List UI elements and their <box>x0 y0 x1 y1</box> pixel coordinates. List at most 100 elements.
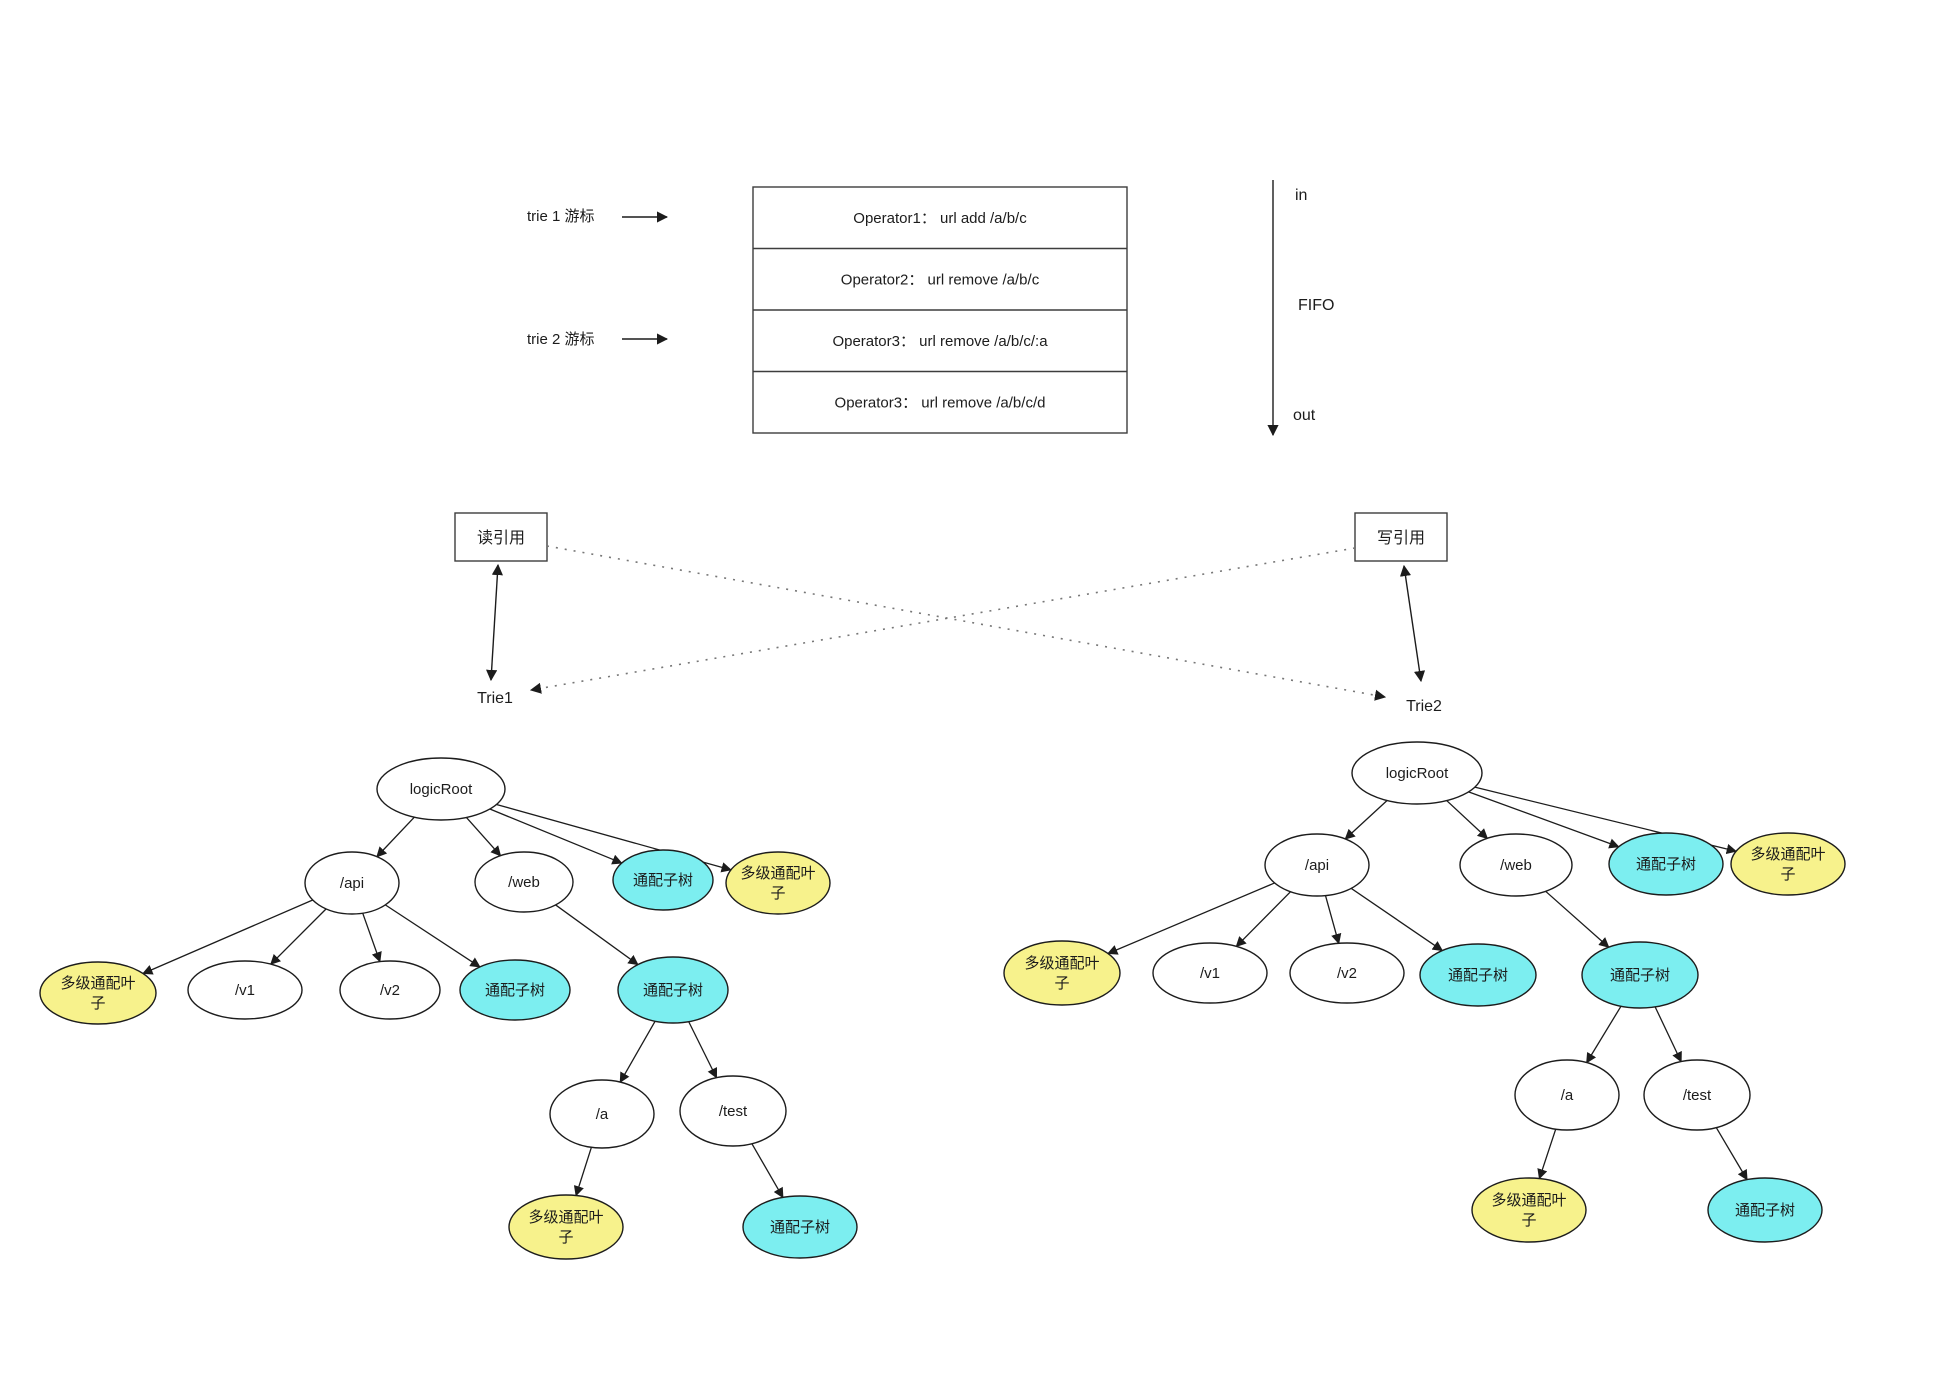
ref-trie-dotted-arrow <box>546 545 1387 701</box>
trie2-tree-node-wc_m1: 通配子树 <box>1419 943 1537 1007</box>
trie-cursor-label: trie 2 游标 <box>527 331 595 348</box>
tree-edge-test-wc_b <box>751 1143 784 1199</box>
tree-node-ellipse <box>1514 1059 1620 1131</box>
label-line: 多级通配叶 <box>1491 1192 1566 1209</box>
tree-node-ellipse <box>725 851 831 915</box>
trie2-tree-node-v2: /v2 <box>1289 942 1405 1004</box>
tree-edge-api-ml_m <box>1107 882 1275 955</box>
tree-edge-test-wc_b <box>1715 1127 1748 1181</box>
tree-node-label: /v1 <box>235 982 255 999</box>
tree-node-ellipse <box>1419 943 1537 1007</box>
tree-node-ellipse <box>304 851 400 915</box>
tree-edge-a-ml_b <box>1537 1128 1557 1180</box>
write-ref-box <box>1354 512 1448 562</box>
tree-node-label: 通配子树 <box>1610 967 1670 984</box>
tree-node-label: /api <box>340 875 364 892</box>
tree-edge-api-v2 <box>362 912 382 963</box>
tree-node-ellipse <box>339 960 441 1020</box>
ref-trie-double-arrow <box>1399 564 1426 683</box>
tree-node-label: 通配子树 <box>643 982 703 999</box>
tree-node-ellipse <box>1351 741 1483 805</box>
fifo-label-in: in <box>1295 187 1307 204</box>
trie1-tree-node-v1: /v1 <box>187 960 303 1020</box>
trie1-tree-node-ml_t: 多级通配叶子 <box>725 851 831 915</box>
tree-node-label: /test <box>1683 1087 1712 1104</box>
label-line: 子 <box>770 885 785 902</box>
tree-edge-api-wc_m1 <box>1350 887 1444 952</box>
trie1-tree-node-ml_b: 多级通配叶子 <box>508 1194 624 1260</box>
trie2-tree-node-v1: /v1 <box>1152 942 1268 1004</box>
fifo-label-out: out <box>1293 407 1316 424</box>
tree-edge-wc_m2-test <box>688 1021 718 1079</box>
tree-edge-wc_m2-a <box>619 1020 656 1084</box>
tree-node-label: /v2 <box>380 982 400 999</box>
tree-node-label: /web <box>1500 857 1532 874</box>
tree-node-label: 通配子树 <box>770 1219 830 1236</box>
tree-edge-root-web <box>1446 800 1489 840</box>
tree-node-label: /web <box>508 874 540 891</box>
trie2-tree-node-wc_b: 通配子树 <box>1707 1177 1823 1243</box>
trie1-tree-node-a: /a <box>549 1079 655 1149</box>
tree-node-label: logicRoot <box>1386 765 1449 782</box>
read-ref-label: 读引用 <box>477 529 525 547</box>
tree-node-ellipse <box>549 1079 655 1149</box>
label-line: 多级通配叶 <box>60 975 135 992</box>
trie2-tree-node-test: /test <box>1643 1059 1751 1131</box>
tree-node-ellipse <box>376 757 506 821</box>
trie2-tree-node-api: /api <box>1264 833 1370 897</box>
trie2-tree-node-wc_m2: 通配子树 <box>1581 941 1699 1009</box>
tree-node-label: /v1 <box>1200 965 1220 982</box>
label-line: 多级通配叶 <box>1750 846 1825 863</box>
trie1-tree-node-wc_b: 通配子树 <box>742 1195 858 1259</box>
trie1-tree-node-web: /web <box>474 851 574 913</box>
tree-node-ellipse <box>1730 832 1846 896</box>
tree-edge-root-wc_t <box>1468 791 1620 849</box>
tree-node-label: 通配子树 <box>633 872 693 889</box>
trie1-tree-node-wc_t: 通配子树 <box>612 849 714 911</box>
tree-edge-wc_m2-a <box>1586 1005 1622 1064</box>
trie1-tree-node-test: /test <box>679 1075 787 1147</box>
trie2-tree-node-root: logicRoot <box>1351 741 1483 805</box>
tree-node-ellipse <box>187 960 303 1020</box>
tree-node-label: /v2 <box>1337 965 1357 982</box>
tree-edge-api-wc_m1 <box>384 904 481 968</box>
tree-node-label: 通配子树 <box>485 982 545 999</box>
tree-node-label: 多级通配叶子 <box>60 975 135 1012</box>
tree-node-ellipse <box>459 959 571 1021</box>
tree-node-label: 多级通配叶子 <box>740 865 815 902</box>
tree-node-label: logicRoot <box>410 781 473 798</box>
tree-edge-api-ml_m <box>142 899 313 975</box>
tree-edge-a-ml_b <box>573 1147 593 1197</box>
tree-edge-web-wc_m2 <box>555 904 639 966</box>
label-line: 多级通配叶 <box>740 865 815 882</box>
label-line: 子 <box>558 1229 573 1246</box>
queue-row-label: Operator2： url remove /a/b/c <box>841 271 1040 288</box>
trie-cursor-label: trie 1 游标 <box>527 208 595 225</box>
tree-node-label: 多级通配叶子 <box>1024 955 1099 992</box>
trie1-tree-node-v2: /v2 <box>339 960 441 1020</box>
queue-row-label: Operator3： url remove /a/b/c/:a <box>832 333 1048 350</box>
ref-trie-double-arrow <box>486 563 503 682</box>
tree-edge-root-api <box>1344 800 1388 840</box>
tree-node-label: 通配子树 <box>1448 967 1508 984</box>
tree-edge-root-web <box>465 817 502 857</box>
tree-node-label: 多级通配叶子 <box>1750 846 1825 883</box>
tree-node-ellipse <box>39 961 157 1025</box>
tree-node-ellipse <box>1471 1177 1587 1243</box>
trie2-tree-node-ml_t: 多级通配叶子 <box>1730 832 1846 896</box>
label-line: 多级通配叶 <box>528 1209 603 1226</box>
tree-node-ellipse <box>1707 1177 1823 1243</box>
tree-edge-api-v1 <box>270 908 327 965</box>
label-line: 子 <box>1054 975 1069 992</box>
tree-edge-root-api <box>376 816 415 858</box>
trie2-tree-node-web: /web <box>1459 833 1573 897</box>
tree-node-ellipse <box>679 1075 787 1147</box>
trie2-tree-node-wc_t: 通配子树 <box>1608 832 1724 896</box>
tree-node-ellipse <box>1152 942 1268 1004</box>
trie2-tree-node-ml_b: 多级通配叶子 <box>1471 1177 1587 1243</box>
